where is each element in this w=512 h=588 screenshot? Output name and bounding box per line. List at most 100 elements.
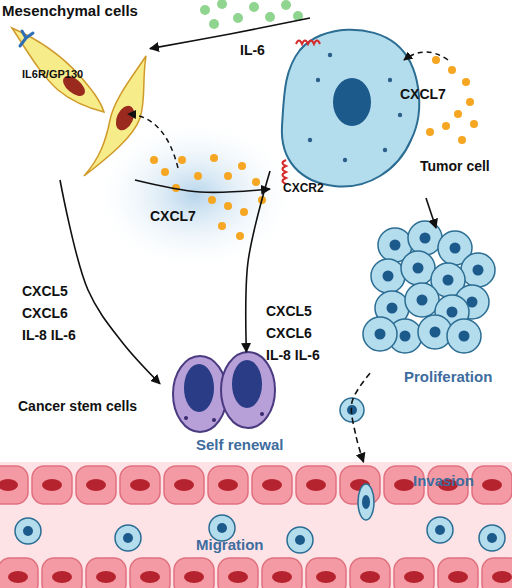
endothelial-cell (86, 558, 126, 588)
signal-arrow (351, 373, 370, 462)
receptor-symbol (283, 160, 287, 184)
cell-nucleus (86, 479, 106, 491)
cancer-stem-cells: Cancer stem cellsSelf renewal (160, 352, 280, 458)
circulating-tumor-cell (15, 518, 41, 544)
cell-nucleus (473, 265, 484, 276)
cell-granule (184, 416, 188, 420)
autocrine-arrow (404, 52, 448, 60)
chemokine-dot (210, 154, 218, 162)
chemokine-dot (458, 136, 466, 144)
chemokine-dot (258, 196, 266, 204)
chemokine-dot (470, 120, 478, 128)
cell-nucleus (333, 78, 371, 126)
chemokine-dot (236, 232, 244, 240)
endothelial-cell (174, 558, 214, 588)
cell-nucleus (174, 479, 194, 491)
cell-nucleus (375, 329, 386, 340)
cell-nucleus (184, 364, 214, 412)
cell-nucleus (430, 327, 441, 338)
chemokine-dot (466, 98, 474, 106)
cell-nucleus (272, 571, 292, 583)
chemokine-dot (238, 162, 246, 170)
circulating-tumor-cell (15, 518, 41, 544)
circulating-tumor-cell (115, 525, 141, 551)
proliferating-cluster: Proliferation (370, 228, 490, 393)
endothelial-cell (130, 558, 170, 588)
cell-nucleus (316, 571, 336, 583)
signal-arrow (246, 171, 270, 352)
node-title: Cancer stem cells (18, 398, 158, 415)
proliferating-cell (461, 253, 495, 287)
chemokine-dot (462, 78, 470, 86)
mesenchymal-cells: Mesenchymal cellsIL6R/GP130 (0, 0, 150, 180)
endothelial-cell (130, 558, 170, 588)
cell-granule (343, 158, 347, 162)
circulating-tumor-cell (287, 527, 313, 553)
cell-nucleus (23, 526, 33, 536)
cell-nucleus (347, 405, 357, 415)
node-text: Self renewal (196, 436, 296, 454)
receptor-symbol (20, 31, 33, 46)
circulating-tumor-cell (115, 525, 141, 551)
circulating-tumor-cell (479, 525, 505, 551)
endothelial-cell (208, 466, 248, 504)
chemokine-dot (454, 110, 462, 118)
circulating-tumor-cell (479, 525, 505, 551)
cell-nucleus (417, 295, 428, 306)
cell-granule (383, 148, 387, 152)
signal-label: CXCL5 CXCL6 IL-8 IL-6 (22, 280, 77, 346)
receptor-symbol (296, 41, 320, 45)
cytokine-dot (217, 0, 227, 9)
cell-nucleus (435, 525, 445, 535)
endothelial-cell (208, 466, 248, 504)
proliferating-cell (447, 319, 481, 353)
node-title: Mesenchymal cells (2, 2, 152, 20)
proliferating-cell (405, 283, 439, 317)
mesenchymal-cell (84, 56, 146, 176)
chemokine-dot (208, 196, 216, 204)
cell-nucleus (390, 240, 401, 251)
endothelial-cell (482, 558, 512, 588)
chemokine-dot (194, 172, 202, 180)
cell-nucleus (218, 479, 238, 491)
signal-arrow (60, 180, 160, 384)
endothelial-cell (164, 466, 204, 504)
cytokine-dot (200, 5, 210, 15)
endothelial-cell (218, 558, 258, 588)
proliferating-cell (447, 319, 481, 353)
endothelial-cell (306, 558, 346, 588)
cell-nucleus (448, 571, 468, 583)
proliferating-cell (408, 221, 442, 255)
tumor-cell: CXCR2Tumor cell (270, 18, 470, 198)
node-text: IL6R/GP130 (22, 68, 112, 81)
cytokine-dot (233, 13, 243, 23)
endothelial-cell (42, 558, 82, 588)
migrating-cell (340, 398, 364, 422)
endothelial-cell (472, 466, 512, 504)
proliferating-cell (461, 253, 495, 287)
cell-nucleus (383, 271, 394, 282)
endothelial-cell (252, 466, 292, 504)
paracrine-arrow (128, 114, 178, 168)
proliferating-cell (401, 251, 435, 285)
chemokine-dot (448, 66, 456, 74)
endothelial-cell (262, 558, 302, 588)
signal-arrow (426, 198, 436, 228)
cytokine-dot (249, 2, 259, 12)
cell-nucleus (413, 263, 424, 274)
signal-label: IL-6 (240, 42, 290, 59)
cell-nucleus (295, 535, 305, 545)
cell-nucleus (232, 360, 262, 408)
endothelial-cell (438, 558, 478, 588)
chemokine-dot (252, 178, 260, 186)
chemokine-dot (240, 208, 248, 216)
endothelial-cell (296, 466, 336, 504)
stem-cell (221, 352, 275, 428)
chemokine-dot (442, 122, 450, 130)
cell-granule (212, 418, 216, 422)
